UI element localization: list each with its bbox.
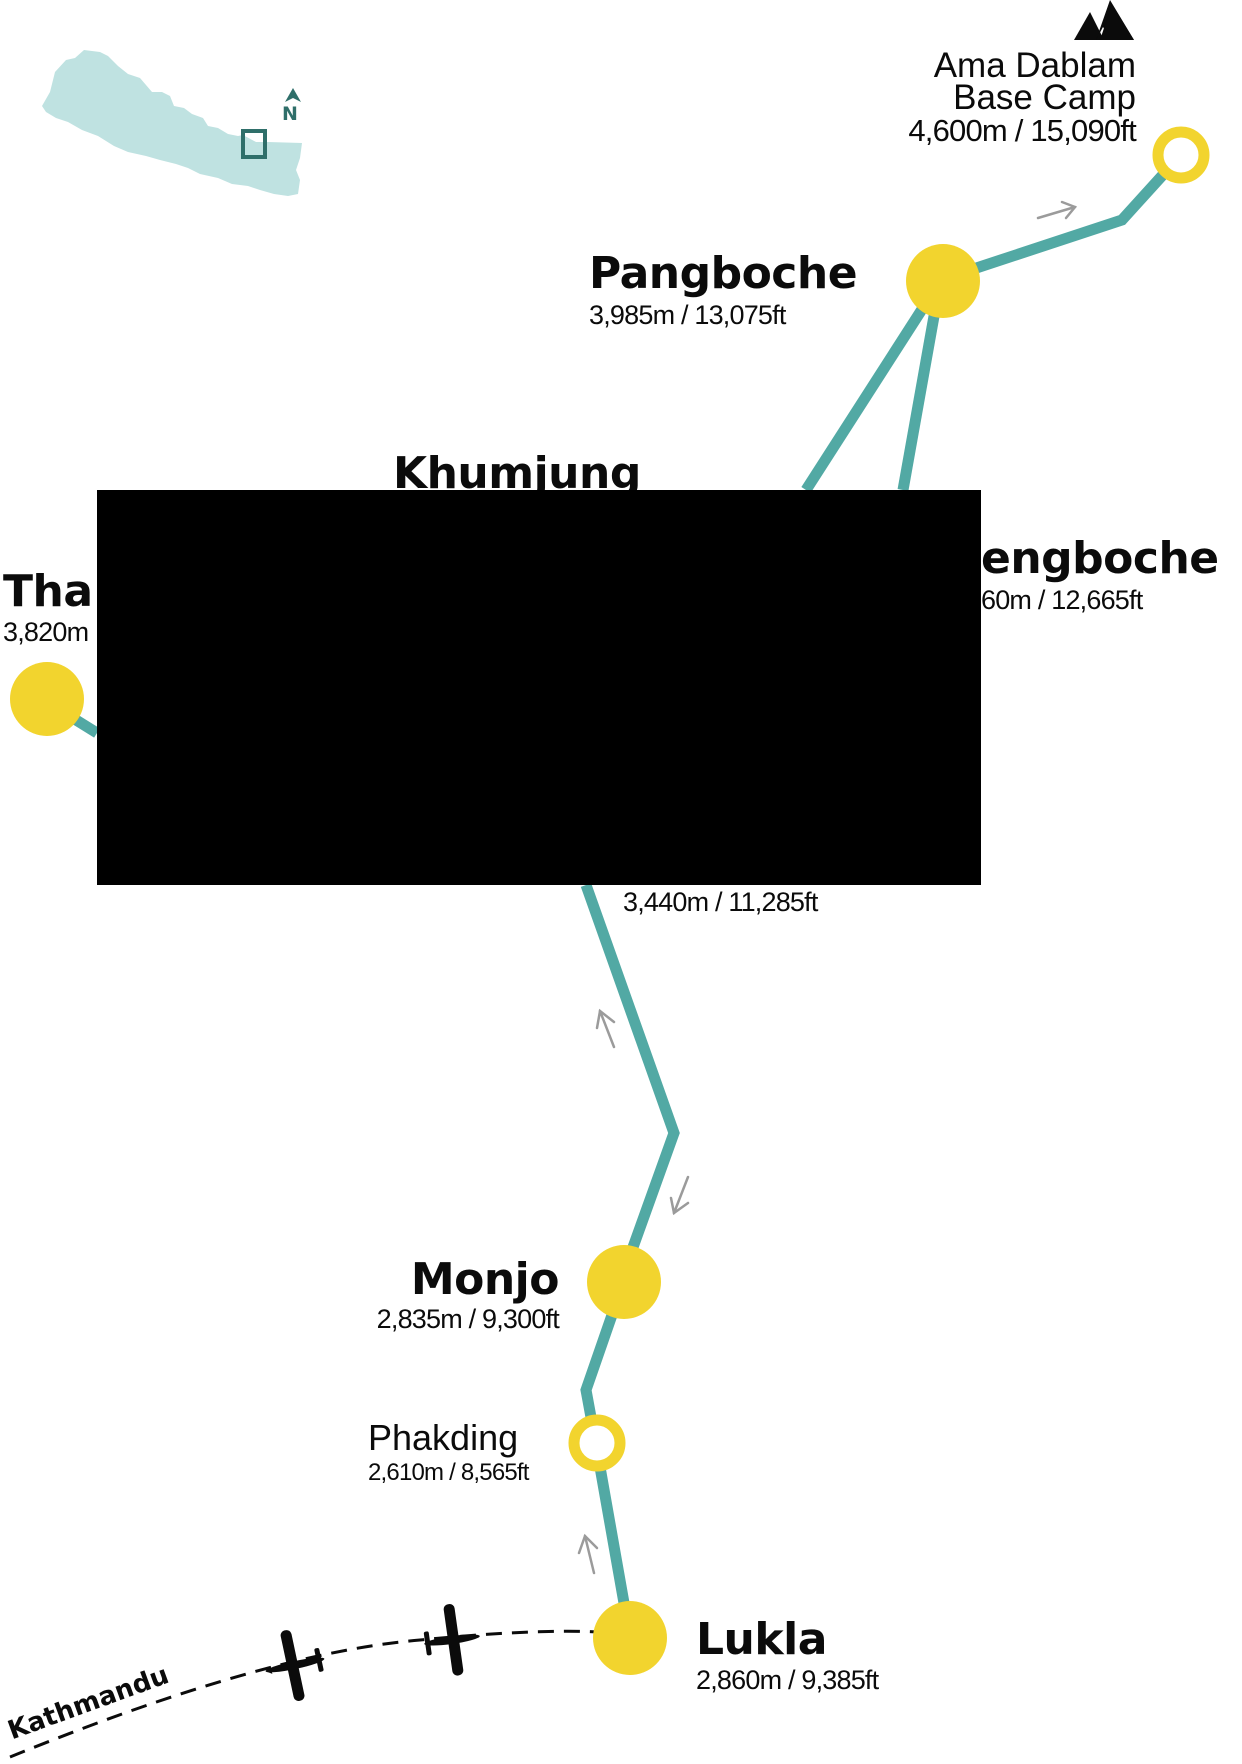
stop-name-tengboche: engboche — [981, 533, 1219, 584]
airplane-icon — [423, 1604, 480, 1676]
stop-marker-monjo[interactable] — [587, 1245, 661, 1319]
north-arrow-icon — [285, 88, 301, 102]
airplane-icon — [265, 1630, 325, 1701]
direction-arrow-icon — [577, 1533, 599, 1575]
stop-altitude: 4,600m / 15,090ft — [908, 113, 1136, 148]
stop-marker-pangboche[interactable] — [906, 244, 980, 318]
mountain-icon — [1074, 0, 1134, 40]
direction-arrows — [577, 200, 1078, 1575]
stop-name-phakding: Phakding — [368, 1417, 519, 1458]
trail-segment-pangboche-tengboche — [897, 304, 942, 491]
stop-name-line2: Base Camp — [953, 78, 1136, 117]
trail-segment-ama-dablam — [938, 152, 1185, 286]
stop-altitude-namche: 3,440m / 11,285ft — [623, 887, 818, 917]
nepal-outline — [42, 50, 302, 196]
direction-arrow-icon — [1036, 200, 1078, 220]
stop-name-pangboche: Pangboche — [589, 248, 858, 299]
stop-name-lukla: Lukla — [696, 1614, 827, 1665]
stop-label-ama-dablam-bc: Ama Dablam Base Camp 4,600m / 15,090ft — [908, 46, 1136, 148]
stop-name-monjo: Monjo — [410, 1254, 560, 1305]
inset-map-nepal — [42, 50, 302, 196]
redacted-region — [97, 490, 981, 885]
stop-name-khumjung: Khumjung — [393, 452, 641, 490]
direction-arrow-icon — [669, 1175, 690, 1216]
stop-markers — [10, 126, 1210, 1675]
trail-segment-pangboche-khumjung — [801, 297, 933, 493]
stop-name-thame: Tha — [3, 566, 93, 617]
north-label: N — [282, 103, 298, 125]
direction-arrow-icon — [595, 1008, 616, 1049]
stop-altitude-pangboche: 3,985m / 13,075ft — [589, 300, 786, 330]
stop-name-line1: Ama Dablam — [933, 46, 1136, 85]
stop-marker-phakding[interactable] — [568, 1414, 626, 1472]
trail-segment-namche-monjo — [580, 883, 680, 1252]
stop-altitude-thame: 3,820m — [3, 617, 89, 647]
stop-marker-lukla[interactable] — [593, 1601, 667, 1675]
stop-marker-thame[interactable] — [10, 662, 84, 736]
area-highlight-box — [241, 129, 267, 159]
flight-path — [9, 1629, 599, 1759]
stop-altitude-tengboche: 60m / 12,665ft — [981, 585, 1143, 615]
stop-marker-ama-dablam-bc[interactable] — [1152, 126, 1210, 184]
stop-altitude-lukla: 2,860m / 9,385ft — [696, 1665, 879, 1695]
stop-altitude-monjo: 2,835m / 9,300ft — [376, 1304, 560, 1334]
stop-altitude-phakding: 2,610m / 8,565ft — [368, 1459, 529, 1486]
